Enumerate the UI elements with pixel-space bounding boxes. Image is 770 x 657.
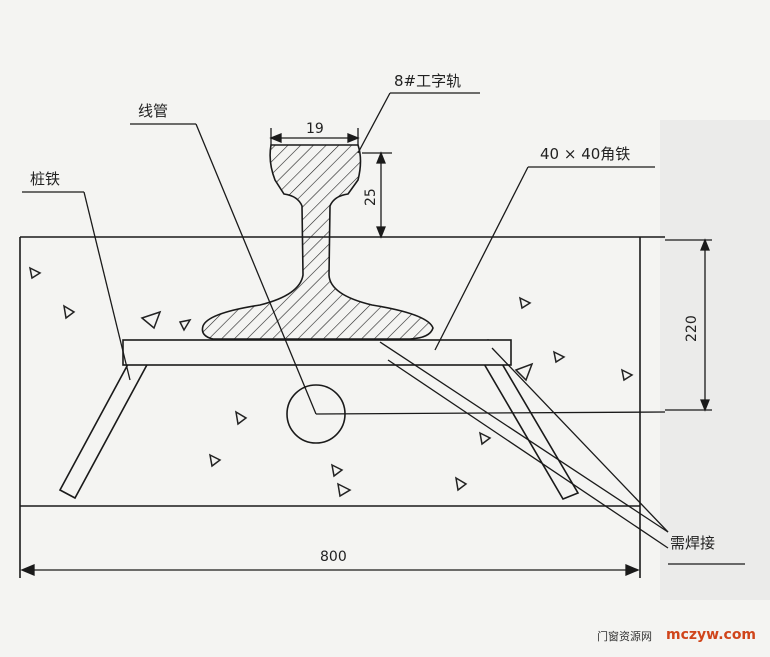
dim-slab-depth: 220 <box>684 315 700 342</box>
leader-lines <box>22 92 745 565</box>
angle-iron-plate <box>122 339 512 366</box>
label-rail: 8#工字轨 <box>394 72 461 90</box>
dimension-lines <box>20 128 712 576</box>
label-pile-iron: 桩铁 <box>30 170 60 188</box>
watermark-cn: 门窗资源网 <box>597 629 652 643</box>
label-weld: 需焊接 <box>670 534 715 552</box>
paper-shadow <box>660 120 770 600</box>
aggregate-marks <box>28 266 634 498</box>
concrete-slab <box>19 236 665 578</box>
dim-rail-width: 19 <box>306 121 324 137</box>
watermark-en: mczyw.com <box>666 627 756 643</box>
label-conduit: 线管 <box>138 102 168 120</box>
i-rail <box>201 144 434 340</box>
label-angle-iron: 40 × 40角铁 <box>540 145 630 163</box>
dim-rail-height: 25 <box>363 188 379 206</box>
dim-slab-width: 800 <box>320 549 347 565</box>
